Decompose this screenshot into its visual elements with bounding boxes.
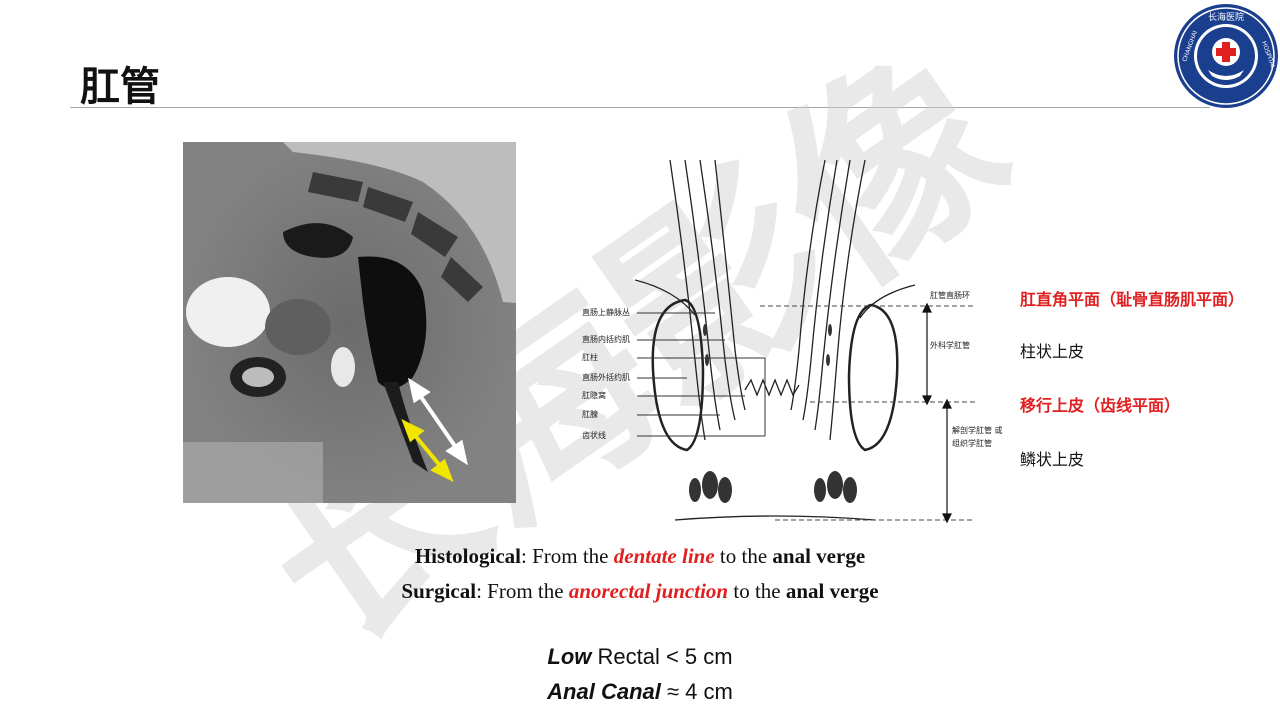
diagram-label: 肛管直肠环 bbox=[930, 291, 970, 300]
anal-verge-term: anal verge bbox=[772, 544, 866, 568]
low-term: Low bbox=[547, 644, 592, 669]
columnar-epithelium-label: 柱状上皮 bbox=[1020, 342, 1085, 361]
surgical-term: Surgical bbox=[401, 579, 477, 603]
anal-canal-stat: Anal Canal ≈ 4 cm bbox=[0, 679, 1280, 705]
definition-text: to the bbox=[714, 544, 773, 568]
yellow-arrow-marker bbox=[401, 418, 454, 483]
diagram-label: 齿状线 bbox=[582, 431, 606, 440]
svg-text:长海医院: 长海医院 bbox=[1208, 11, 1244, 23]
diagram-label: 解剖学肛管 或 bbox=[952, 426, 1003, 435]
diagram-label: 肛腺 bbox=[582, 410, 598, 419]
anal-canal-term: Anal Canal bbox=[547, 679, 661, 704]
squamous-epithelium-label: 鳞状上皮 bbox=[1020, 450, 1085, 469]
diagram-label: 直肠内括约肌 bbox=[582, 335, 630, 344]
anorectal-junction-highlight: anorectal junction bbox=[568, 579, 729, 603]
histological-term: Histological bbox=[414, 544, 521, 568]
hospital-logo: 长海医院 CHANGHAI HOSPITAL bbox=[1174, 4, 1278, 108]
diagram-label: 组织学肛管 bbox=[952, 439, 992, 448]
definition-text: : From the bbox=[521, 544, 614, 568]
title-divider bbox=[70, 107, 1210, 108]
white-arrow-marker bbox=[408, 377, 468, 466]
anal-verge-term: anal verge bbox=[785, 579, 879, 603]
low-rectal-stat: Low Rectal < 5 cm bbox=[0, 644, 1280, 670]
diagram-label: 肛柱 bbox=[582, 353, 598, 362]
definition-text: to the bbox=[728, 579, 786, 603]
definition-text: : From the bbox=[476, 579, 569, 603]
stat-text: ≈ 4 cm bbox=[660, 679, 733, 704]
dentate-line-highlight: dentate line bbox=[613, 544, 715, 568]
diagram-label: 肛隐窝 bbox=[582, 391, 606, 400]
transitional-epithelium-label: 移行上皮（齿线平面） bbox=[1020, 396, 1181, 415]
stat-text: Rectal < 5 cm bbox=[591, 644, 733, 669]
histological-definition: Histological: From the dentate line to t… bbox=[0, 544, 1280, 569]
anal-canal-diagram bbox=[575, 140, 975, 530]
mri-sagittal-image bbox=[183, 142, 516, 503]
diagram-label: 外科学肛管 bbox=[930, 341, 970, 350]
diagram-label: 直肠上静脉丛 bbox=[582, 308, 630, 317]
diagram-label: 直肠外括约肌 bbox=[582, 373, 630, 382]
page-title: 肛管 bbox=[80, 64, 160, 110]
anorectal-plane-label: 肛直角平面（耻骨直肠肌平面） bbox=[1020, 290, 1245, 309]
surgical-definition: Surgical: From the anorectal junction to… bbox=[0, 579, 1280, 604]
